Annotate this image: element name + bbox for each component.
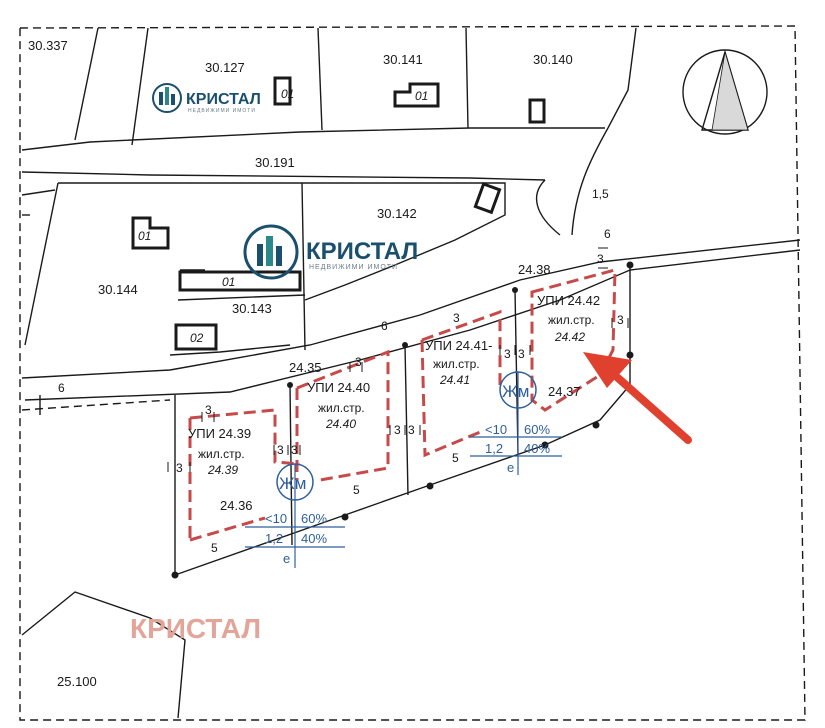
brand-logo-small: КРИСТАЛ НЕДВИЖИМИ ИМОТИ	[152, 83, 261, 114]
upi-24-40-number: 24.40	[325, 417, 356, 431]
upi-24-39-number: 24.39	[207, 463, 238, 477]
lot-label: 24.38	[518, 262, 551, 277]
street-lower	[21, 239, 801, 415]
setback-value: 3	[291, 443, 298, 457]
north-arrow-icon	[682, 49, 768, 135]
setback-value: 3	[453, 311, 460, 325]
parcel-label: 25.100	[57, 674, 97, 689]
upi-24-40-use: жил.стр.	[318, 401, 365, 415]
setback-value: 3	[504, 347, 511, 361]
parcel-label: 30.141	[383, 52, 423, 67]
brand-subtitle: НЕДВИЖИМИ ИМОТИ	[309, 264, 398, 271]
upi-24-41-title: УПИ 24.41-	[425, 338, 492, 353]
parcel-label: 30.337	[28, 38, 68, 53]
upi-24-39-use: жил.стр.	[198, 447, 245, 461]
setback-value: 1,5	[592, 187, 609, 201]
building-number: 01	[222, 275, 235, 289]
building-number: 02	[190, 331, 204, 345]
buildings	[131, 76, 546, 351]
setback-value: 6	[381, 319, 388, 333]
road-30-191	[21, 127, 609, 236]
parcel-label: 30.140	[533, 52, 573, 67]
brand-name: КРИСТАЛ	[306, 238, 418, 265]
zone-type: е	[283, 551, 290, 566]
map-frame	[19, 25, 806, 721]
upi-24-42-title: УПИ 24.42	[537, 293, 600, 308]
zone-green: 40%	[524, 441, 550, 456]
parcel-label: 30.144	[98, 282, 138, 297]
brand-subtitle: НЕДВИЖИМИ ИМОТИ	[188, 108, 256, 114]
setback-ticks	[167, 247, 629, 472]
upi-24-42-use: жил.стр.	[548, 313, 595, 327]
middle-parcel-lines	[24, 182, 506, 356]
zone-code: Жм	[279, 474, 306, 493]
brand-logo-large: КРИСТАЛ НЕДВИЖИМИ ИМОТИ	[243, 224, 418, 280]
parcel-25-100-outline	[21, 591, 186, 719]
setback-value: 5	[353, 483, 360, 497]
upi-24-42-number: 24.42	[554, 330, 585, 344]
zone-indicator-east: Жм <10 60% 1,2 40% е	[470, 371, 562, 475]
red-arrow-icon	[583, 352, 692, 444]
brand-watermark-text: КРИСТАЛ	[130, 613, 261, 644]
setback-value: 6	[604, 227, 611, 241]
zone-kint: 1,2	[265, 531, 283, 546]
zone-height: <10	[265, 511, 287, 526]
setback-value: 5	[452, 451, 459, 465]
setback-value: 3	[617, 313, 624, 327]
setback-value: 3	[176, 461, 183, 475]
upi-24-41-number: 24.41	[439, 373, 470, 387]
setback-value: 5	[211, 541, 218, 555]
setback-value: 6	[58, 381, 65, 395]
upi-24-39-title: УПИ 24.39	[188, 426, 251, 441]
lot-corner-points	[171, 261, 634, 579]
zone-indicator-west: Жм <10 60% 1,2 40% е	[245, 463, 345, 568]
setback-value: 3	[355, 355, 362, 369]
setback-value: 3	[205, 403, 212, 417]
building-number: 01	[415, 89, 428, 103]
brand-name: КРИСТАЛ	[186, 91, 261, 108]
zone-kint: 1,2	[485, 441, 503, 456]
lot-label: 24.35	[289, 360, 322, 375]
upi-24-40-title: УПИ 24.40	[307, 380, 370, 395]
zone-green: 40%	[301, 531, 327, 546]
zone-height: <10	[485, 422, 507, 437]
setback-value: 3	[394, 423, 401, 437]
parcel-label: 30.143	[232, 301, 272, 316]
zone-code: Жм	[502, 382, 529, 401]
parcel-label: 30.142	[377, 206, 417, 221]
setback-value: 3	[518, 347, 525, 361]
lot-label: 24.36	[220, 498, 253, 513]
building-number: 01	[138, 229, 151, 243]
setback-value: 3	[597, 252, 604, 266]
upi-24-41-use: жил.стр.	[433, 357, 480, 371]
top-parcel-lines	[21, 27, 637, 151]
setback-value: 3	[277, 443, 284, 457]
parcel-label: 30.191	[255, 155, 295, 170]
zone-density: 60%	[301, 511, 327, 526]
setback-value: 3	[408, 423, 415, 437]
building-number: 01	[281, 87, 294, 101]
lot-label: 24.37	[548, 384, 581, 399]
parcel-label: 30.127	[205, 60, 245, 75]
zone-type: е	[507, 460, 514, 475]
zone-density: 60%	[524, 422, 550, 437]
